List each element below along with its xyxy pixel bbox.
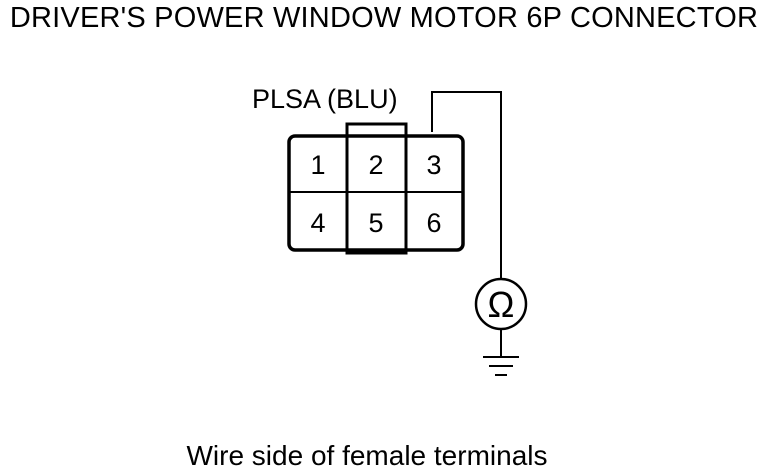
- terminal-5: 5: [368, 208, 383, 238]
- ground-icon: [483, 356, 519, 376]
- diagram-caption: Wire side of female terminals: [186, 440, 548, 471]
- wire-label: PLSA (BLU): [252, 84, 398, 114]
- connector-center-column: [345, 134, 408, 255]
- probe-wire: [431, 91, 502, 279]
- terminal-6: 6: [426, 208, 441, 238]
- diagram-title: DRIVER'S POWER WINDOW MOTOR 6P CONNECTOR: [9, 2, 759, 34]
- terminal-1: 1: [310, 150, 325, 180]
- ohm-symbol: Ω: [488, 284, 515, 325]
- terminal-2: 2: [368, 150, 383, 180]
- terminal-3: 3: [426, 150, 441, 180]
- terminal-4: 4: [310, 208, 325, 238]
